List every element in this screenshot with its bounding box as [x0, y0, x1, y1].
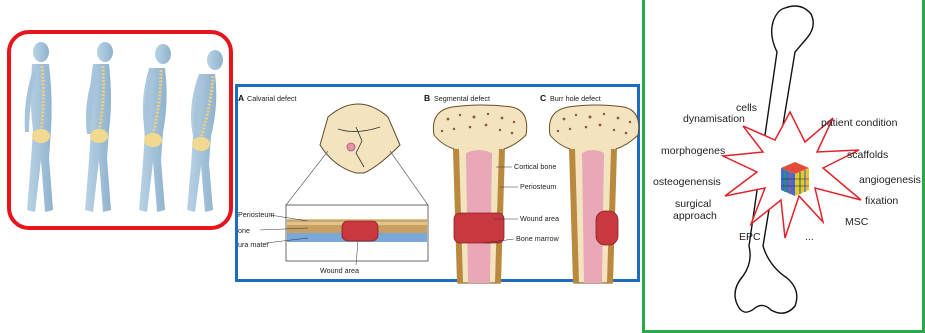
label-dura-mater: ura mater — [238, 240, 269, 249]
scaffold-cube-icon — [781, 162, 809, 196]
figure-young — [25, 42, 53, 212]
aging-spine-panel — [7, 30, 233, 230]
factor-approach: approach — [673, 210, 717, 222]
factor-dynamisation: dynamisation — [683, 113, 745, 125]
panel-b-title: Segmental defect — [434, 94, 490, 103]
label-wound-area-a: Wound area — [320, 266, 359, 275]
panel-c-letter: C — [540, 93, 546, 103]
factor-surgical: surgical — [675, 198, 711, 210]
defect-models-panel: A Calvarial defect B Segmental defect C … — [235, 84, 640, 282]
factor-ellipsis: ... — [805, 231, 814, 243]
factor-epc: EPC — [739, 231, 761, 243]
panel-a-title: Calvarial defect — [247, 94, 297, 103]
factor-osteogenensis: osteogenensis — [653, 176, 721, 188]
defect-models-diagram: A Calvarial defect B Segmental defect C … — [238, 87, 643, 285]
factor-angiogenesis: angiogenesis — [859, 174, 921, 186]
skull-illustration — [260, 104, 428, 265]
aging-figures-illustration — [11, 34, 237, 234]
factor-scaffolds: scaffolds — [847, 149, 888, 161]
factor-msc: MSC — [845, 216, 869, 228]
segmental-defect-bone — [433, 105, 526, 283]
factor-morphogenes: morphogenes — [661, 145, 725, 157]
burr-hole-defect-bone — [549, 105, 638, 283]
label-periosteum-b: Periosteum — [520, 182, 556, 191]
figure-middle — [85, 42, 113, 212]
label-bone-marrow: Bone marrow — [516, 234, 560, 243]
bone-healing-factors-panel: cells dynamisation patient condition mor… — [642, 0, 925, 333]
factor-fixation: fixation — [865, 195, 898, 207]
label-cortical-bone: Cortical bone — [514, 162, 556, 171]
factor-patient-condition: patient condition — [821, 117, 898, 129]
label-bone-a: one — [238, 226, 250, 235]
panel-a-letter: A — [238, 93, 244, 103]
figure-older — [139, 44, 171, 212]
label-wound-area-b: Wound area — [520, 214, 559, 223]
bone-factors-diagram: cells dynamisation patient condition mor… — [645, 0, 925, 333]
panel-c-title: Burr hole defect — [550, 94, 601, 103]
label-periosteum-a: Periosteum — [238, 210, 274, 219]
panel-b-letter: B — [424, 93, 430, 103]
figure-elderly — [187, 50, 223, 212]
